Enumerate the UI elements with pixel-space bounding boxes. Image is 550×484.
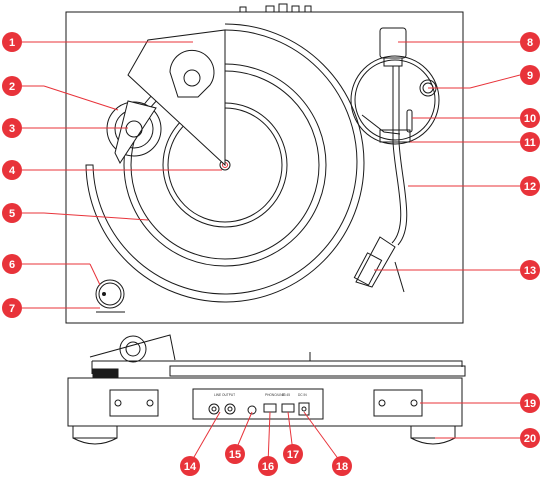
- svg-text:11: 11: [524, 137, 536, 149]
- side-view: LINE OUTPUT PHONO/LINE 33 45 DC IN: [67, 334, 466, 445]
- tonearm-tube: [391, 66, 402, 244]
- rear-knob: [291, 5, 300, 13]
- speed-switch[interactable]: [281, 403, 295, 413]
- left-foot: [72, 426, 118, 439]
- top-view: [65, 3, 464, 324]
- tonearm-side: [119, 335, 147, 363]
- hinge-hole: [183, 69, 201, 87]
- rear-knob: [278, 3, 288, 13]
- right-bracket: [373, 389, 423, 417]
- callout-7: 7: [2, 298, 22, 318]
- plinth-body: [67, 377, 463, 427]
- callout-18: 18: [332, 456, 352, 476]
- callout-20: 20: [520, 428, 540, 448]
- svg-text:18: 18: [336, 461, 348, 473]
- callout-1: 1: [2, 32, 22, 52]
- counterweight[interactable]: [379, 27, 407, 59]
- callout-2: 2: [2, 76, 22, 96]
- hinge-cutout: [169, 49, 215, 98]
- svg-text:14: 14: [184, 461, 197, 473]
- svg-text:17: 17: [287, 449, 299, 461]
- svg-text:12: 12: [524, 181, 536, 193]
- svg-text:15: 15: [229, 449, 241, 461]
- svg-text:7: 7: [9, 303, 15, 315]
- callout-4: 4: [2, 160, 22, 180]
- ground-terminal[interactable]: [247, 405, 257, 415]
- callout-17: 17: [283, 444, 303, 464]
- line-out-right[interactable]: [224, 403, 236, 415]
- svg-text:4: 4: [9, 165, 16, 177]
- callout-12: 12: [520, 176, 540, 196]
- plinth-outline: [65, 11, 464, 324]
- callout-9: 9: [520, 65, 540, 85]
- platter: [85, 23, 365, 303]
- dc-in-jack[interactable]: [298, 402, 310, 416]
- arm-lift-lever[interactable]: [406, 109, 413, 133]
- 45-rpm-adapter: [106, 100, 162, 165]
- svg-text:3: 3: [9, 123, 15, 135]
- svg-text:13: 13: [524, 265, 536, 277]
- line-out-left[interactable]: [208, 403, 220, 415]
- rear-knob: [239, 6, 247, 13]
- svg-text:1: 1: [9, 37, 15, 49]
- svg-text:19: 19: [524, 398, 536, 410]
- phono-line-label: PHONO/LINE: [265, 393, 285, 397]
- svg-text:2: 2: [9, 81, 15, 93]
- tonearm-base: [350, 27, 440, 145]
- left-bracket: [109, 389, 159, 417]
- svg-text:10: 10: [524, 113, 536, 125]
- rear-knob: [265, 5, 275, 13]
- callout-5: 5: [2, 203, 22, 223]
- rear-panel: LINE OUTPUT PHONO/LINE 33 45 DC IN: [192, 388, 324, 420]
- headshell: [353, 236, 405, 293]
- svg-text:9: 9: [527, 70, 533, 82]
- svg-text:20: 20: [524, 433, 536, 445]
- callout-badges: 1 2 3 4 5 6 7 8 9 10 11 12 13 14 15 16 1…: [2, 32, 540, 476]
- leader-lines: [22, 41, 521, 465]
- svg-text:5: 5: [9, 208, 15, 220]
- callout-3: 3: [2, 118, 22, 138]
- start-stop-knob[interactable]: [95, 279, 125, 313]
- callout-19: 19: [520, 393, 540, 413]
- callout-15: 15: [225, 444, 245, 464]
- svg-text:6: 6: [9, 259, 15, 271]
- callout-10: 10: [520, 108, 540, 128]
- svg-text:8: 8: [527, 37, 533, 49]
- callout-14: 14: [180, 456, 200, 476]
- right-foot: [410, 426, 456, 439]
- callout-8: 8: [520, 32, 540, 52]
- callout-16: 16: [258, 456, 278, 476]
- callout-13: 13: [520, 260, 540, 280]
- dust-cover-wedge: [127, 29, 226, 167]
- phono-line-switch[interactable]: [263, 403, 277, 413]
- callout-6: 6: [2, 254, 22, 274]
- dc-in-label: DC IN: [298, 393, 307, 397]
- line-out-label: LINE OUTPUT: [214, 393, 235, 397]
- speed-label: 33 45: [282, 393, 290, 397]
- svg-text:16: 16: [262, 461, 274, 473]
- callout-11: 11: [520, 132, 540, 152]
- rear-knob: [304, 5, 312, 13]
